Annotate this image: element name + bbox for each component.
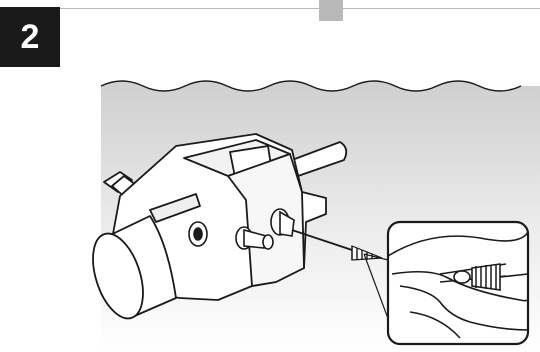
step-number: 2	[21, 18, 40, 56]
top-rule	[60, 8, 540, 9]
zoom-callout	[364, 222, 530, 344]
cleaning-illustration	[88, 60, 540, 352]
step-number-badge: 2	[0, 7, 60, 67]
section-tab-marker	[319, 0, 343, 21]
